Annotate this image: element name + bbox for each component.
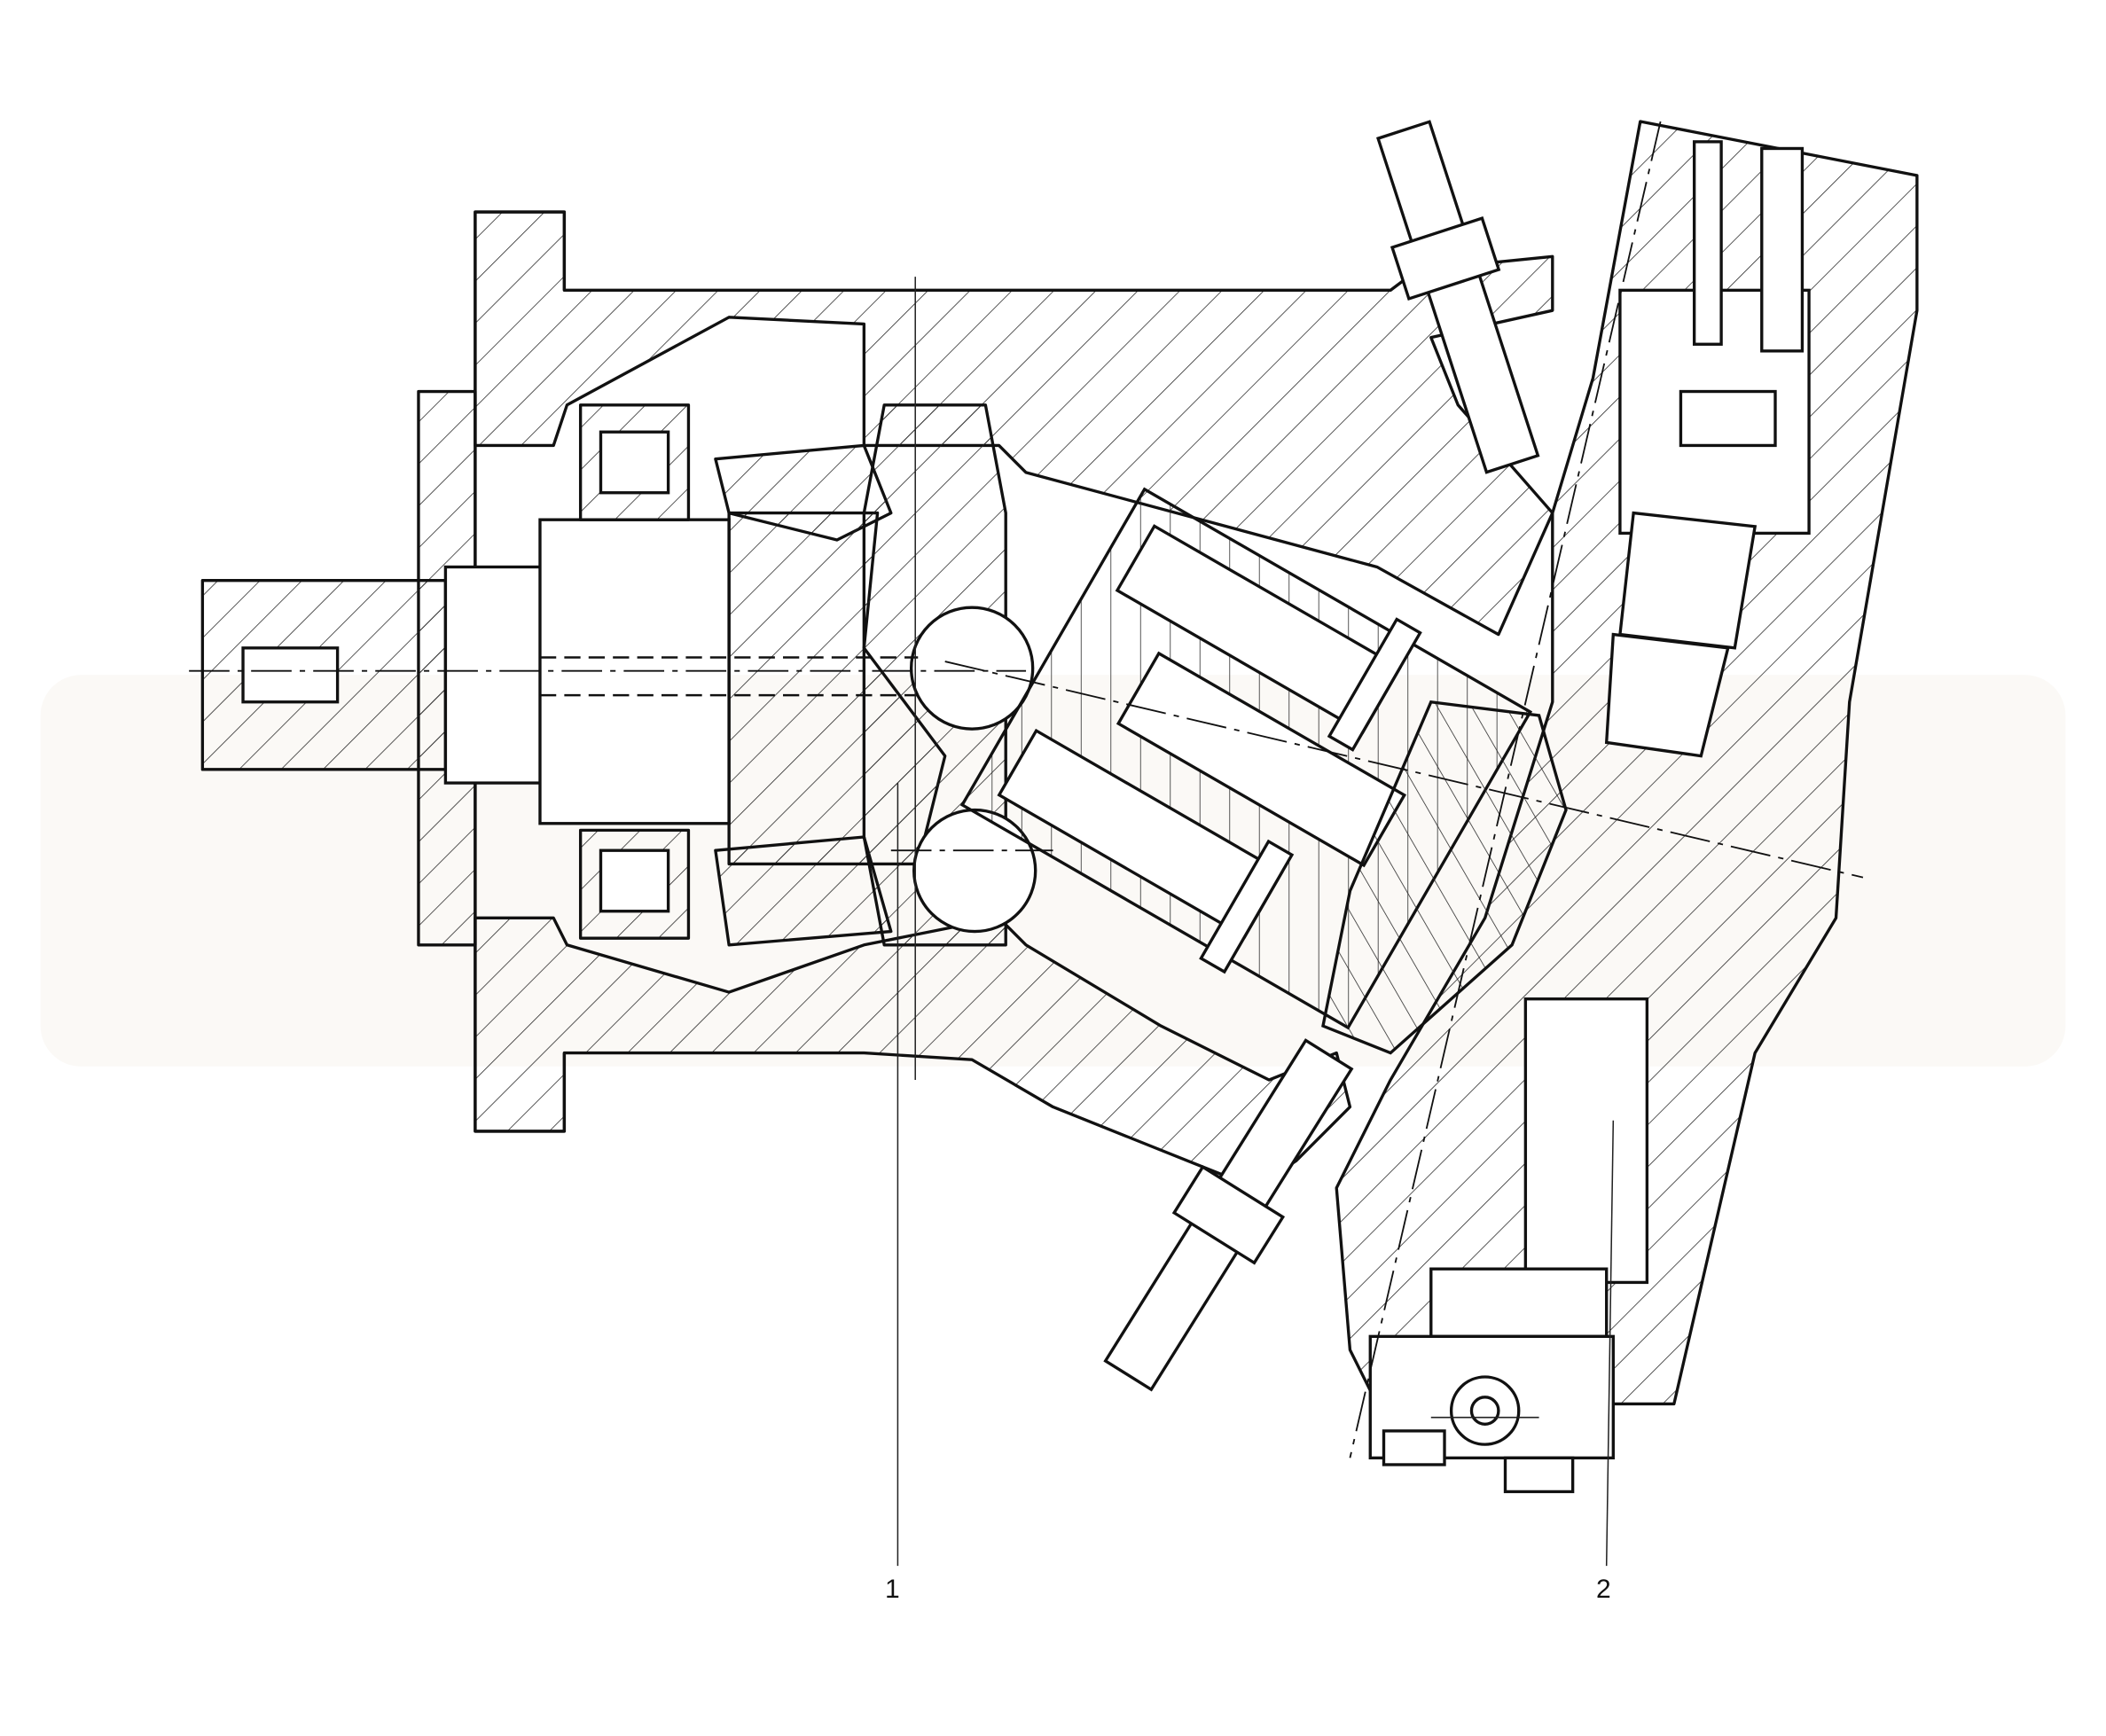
center-lines <box>189 121 1864 1458</box>
stop-screw-bottom <box>1103 1038 1354 1392</box>
leader-2 <box>1605 1120 1615 1567</box>
callout-1: 1 <box>885 1575 900 1604</box>
valve-top <box>1679 140 1805 448</box>
callout-2: 2 <box>1596 1575 1611 1604</box>
callout-leaders <box>896 783 1615 1567</box>
stop-screw-top <box>1376 120 1540 474</box>
drive-flange <box>862 403 1037 947</box>
housing <box>417 210 1554 1190</box>
